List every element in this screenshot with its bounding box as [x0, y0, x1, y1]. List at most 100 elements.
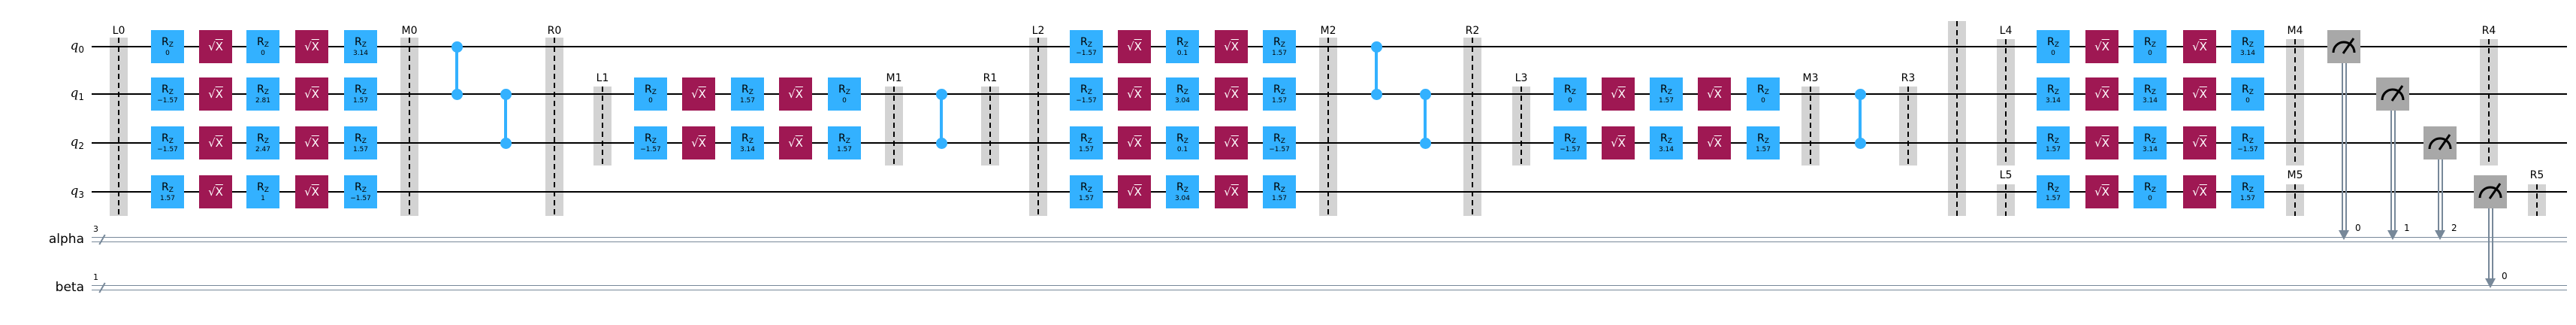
- gate-label: √X: [691, 135, 706, 150]
- barrier-dash-line: [989, 87, 991, 166]
- cz-control-dot: [1419, 88, 1431, 100]
- gate-label: RZ: [2047, 83, 2059, 96]
- gate-param: 3.14: [739, 145, 756, 153]
- gate-label: RZ: [1080, 83, 1092, 96]
- barrier-label: M2: [1320, 25, 1336, 37]
- barrier-dash-line: [1810, 87, 1811, 166]
- gate-param: 1.57: [836, 145, 853, 153]
- gate-param: 0: [1761, 96, 1765, 105]
- gate-label: √X: [208, 184, 223, 199]
- measure-icon: [2381, 85, 2405, 102]
- gate-label: RZ: [1176, 132, 1188, 145]
- gate-label: √X: [2192, 39, 2207, 53]
- qubit-label: q0: [70, 38, 84, 55]
- gate-label: RZ: [2144, 83, 2156, 96]
- classical-wire: [92, 236, 2567, 242]
- barrier-dash-line: [1521, 87, 1522, 166]
- qubit-wire: [92, 93, 2567, 96]
- creg-size-label: 3: [93, 224, 98, 234]
- gate-label: RZ: [1757, 83, 1769, 96]
- sx-gate: √X: [1118, 175, 1151, 208]
- measure-gate: [2376, 77, 2409, 111]
- sx-gate: √X: [199, 126, 232, 159]
- barrier-label: R3: [1901, 72, 1916, 84]
- gate-param: −1.57: [350, 194, 371, 202]
- gate-param: −1.57: [2237, 145, 2258, 153]
- gate-label: RZ: [2242, 35, 2254, 49]
- gate-label: RZ: [2144, 35, 2156, 49]
- measure-gate: [2474, 175, 2507, 208]
- sx-gate: √X: [2085, 175, 2118, 208]
- sx-gate: √X: [779, 126, 812, 159]
- gate-label: √X: [304, 87, 319, 101]
- gate-label: RZ: [1176, 35, 1188, 49]
- sx-gate: √X: [295, 77, 328, 111]
- gate-param: 0.1: [1176, 145, 1188, 153]
- gate-param: 1.57: [2045, 194, 2061, 202]
- sx-gate: √X: [1118, 30, 1151, 63]
- gate-label: RZ: [1176, 83, 1188, 96]
- measure-arrow: [2485, 278, 2496, 288]
- sx-gate: √X: [199, 77, 232, 111]
- gate-label: √X: [1611, 135, 1626, 150]
- cz-control-dot: [1370, 88, 1382, 100]
- gate-label: √X: [691, 87, 706, 101]
- gate-param: 0: [2148, 194, 2152, 202]
- gate-label: √X: [2094, 39, 2109, 53]
- gate-label: RZ: [741, 132, 753, 145]
- gate-param: 1.57: [352, 145, 369, 153]
- gate-label: RZ: [1080, 132, 1092, 145]
- gate-param: 1: [261, 194, 265, 202]
- gate-label: RZ: [257, 35, 269, 49]
- gate-label: RZ: [257, 83, 269, 96]
- cz-connector: [1424, 94, 1427, 143]
- cz-control-dot: [1854, 88, 1866, 100]
- rz-gate: RZ−1.57: [2231, 126, 2264, 159]
- barrier-label: L5: [1999, 169, 2013, 181]
- rz-gate: RZ−1.57: [151, 77, 184, 111]
- barrier-label: M3: [1802, 72, 1819, 84]
- sx-gate: √X: [295, 30, 328, 63]
- gate-param: 1.57: [1078, 145, 1095, 153]
- cz-control-dot: [935, 137, 947, 149]
- barrier-dash-line: [1037, 38, 1039, 216]
- cz-control-dot: [500, 88, 512, 100]
- gate-label: RZ: [1660, 83, 1672, 96]
- gate-param: 0: [165, 49, 170, 57]
- gate-label: √X: [1127, 39, 1142, 53]
- gate-label: √X: [2192, 184, 2207, 199]
- measure-stem: [2390, 109, 2396, 231]
- gate-param: 3.04: [1174, 96, 1191, 105]
- gate-param: 2.81: [255, 96, 271, 105]
- barrier-dash-line: [602, 87, 603, 166]
- rz-gate: RZ−1.57: [344, 175, 377, 208]
- cz-control-dot: [1854, 137, 1866, 149]
- gate-label: √X: [1611, 87, 1626, 101]
- gate-label: √X: [2094, 184, 2109, 199]
- gate-label: RZ: [645, 83, 657, 96]
- barrier-dash-line: [2005, 39, 2007, 166]
- gate-param: 0: [2245, 96, 2250, 105]
- gate-param: 3.14: [2142, 145, 2158, 153]
- gate-label: √X: [304, 135, 319, 150]
- gate-param: −1.57: [157, 96, 178, 105]
- sx-gate: √X: [2085, 77, 2118, 111]
- gate-param: 0: [261, 49, 265, 57]
